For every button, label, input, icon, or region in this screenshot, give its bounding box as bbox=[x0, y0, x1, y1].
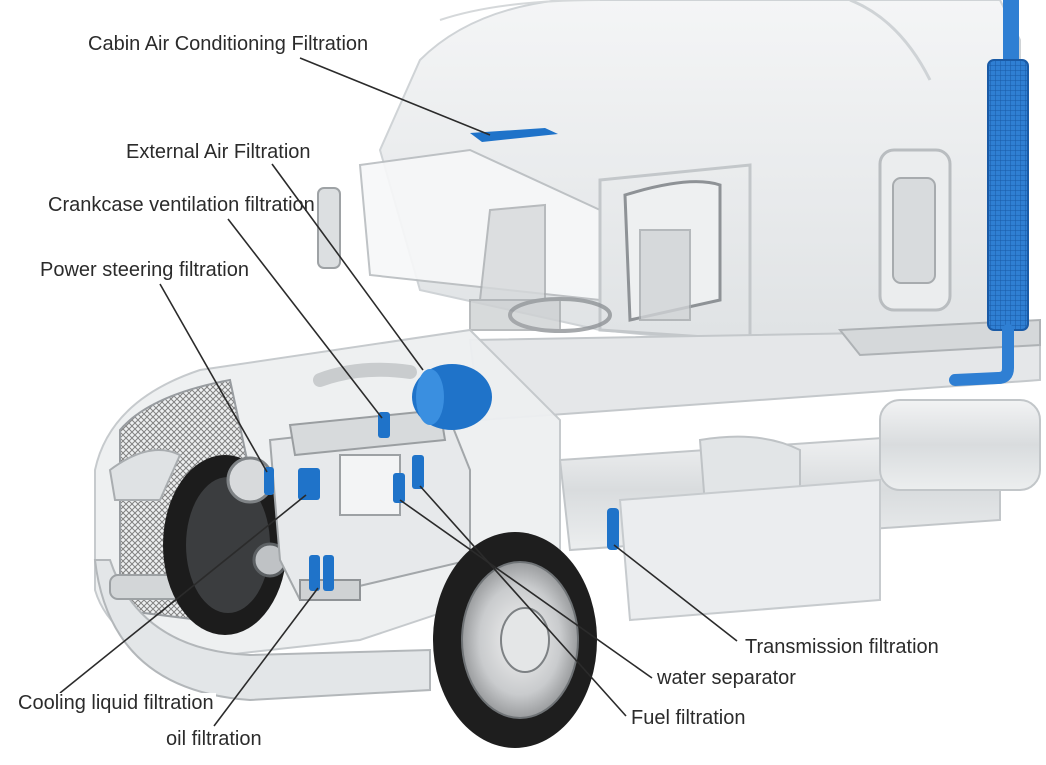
label-external-air-filtration: External Air Filtration bbox=[126, 141, 311, 163]
cabin-air-filter bbox=[470, 128, 558, 142]
leader-fuel bbox=[419, 485, 627, 717]
radiator-fan bbox=[163, 455, 288, 635]
label-power-steering-filtration: Power steering filtration bbox=[40, 259, 249, 281]
cooling-filter bbox=[298, 468, 320, 500]
leader-cabin bbox=[299, 57, 491, 136]
chassis bbox=[468, 318, 1041, 622]
label-water-separator: water separator bbox=[657, 667, 796, 689]
leader-oil bbox=[213, 587, 319, 727]
oil-filter-b bbox=[323, 555, 334, 591]
leader-water bbox=[399, 499, 653, 679]
label-crankcase-filtration: Crankcase ventilation filtration bbox=[48, 194, 315, 216]
cab-interior bbox=[469, 203, 691, 333]
fuel-filter bbox=[412, 455, 424, 489]
leader-crankcase bbox=[227, 218, 383, 419]
crankcase-filter bbox=[378, 412, 390, 438]
oil-filter-a bbox=[309, 555, 320, 591]
leader-external bbox=[271, 163, 424, 371]
exhaust-stack bbox=[949, 0, 1029, 386]
leader-lines bbox=[59, 57, 738, 727]
filters bbox=[264, 128, 619, 591]
leader-cooling bbox=[59, 494, 307, 694]
label-transmission-filtration: Transmission filtration bbox=[745, 636, 939, 658]
transmission-filter bbox=[607, 508, 619, 550]
leader-transmission bbox=[613, 544, 738, 642]
water-separator-filter bbox=[393, 473, 405, 503]
front-wheel bbox=[433, 532, 597, 748]
label-oil-filtration: oil filtration bbox=[166, 728, 262, 750]
label-fuel-filtration: Fuel filtration bbox=[631, 707, 746, 729]
leader-power-steering bbox=[159, 283, 268, 473]
power-steering-filter bbox=[264, 467, 274, 495]
label-cabin-air-filtration: Cabin Air Conditioning Filtration bbox=[88, 33, 369, 55]
label-cooling-liquid-filtration: Cooling liquid filtration bbox=[18, 692, 216, 714]
